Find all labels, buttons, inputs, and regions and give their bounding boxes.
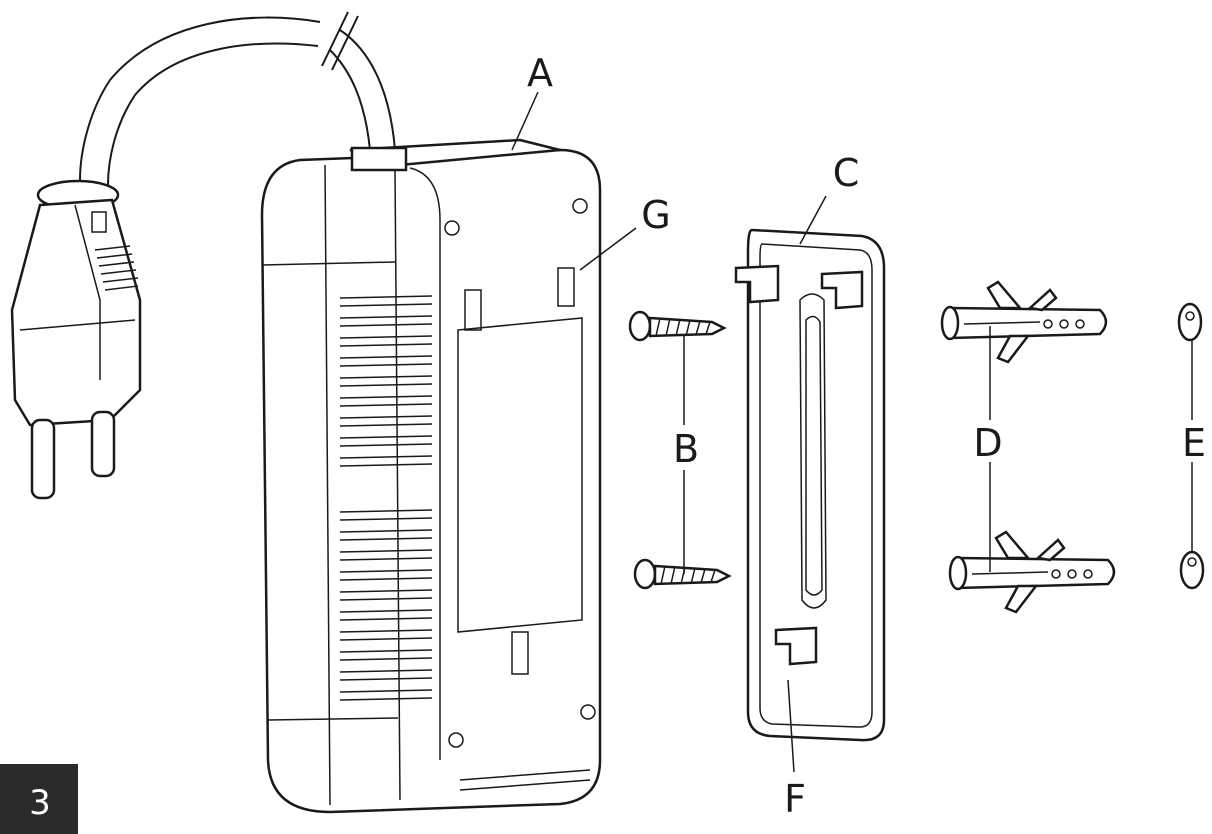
label-e: E [1182,421,1206,465]
label-g: G [641,193,670,237]
wall-plug-bottom [948,530,1116,614]
label-f: F [784,777,806,821]
leader-lines [511,91,1193,773]
label-b: B [673,427,699,471]
wall-plug-top [940,280,1108,364]
step-number: 3 [29,783,51,823]
step-badge: 3 [0,764,78,834]
adapter-unit [260,138,602,814]
label-a: A [527,51,553,95]
power-plug [10,11,396,500]
screw-bottom [633,558,732,590]
label-d: D [973,421,1002,465]
screw-cap-top [1177,302,1203,342]
label-c: C [833,151,860,195]
screw-cap-bottom [1179,550,1205,590]
vent-slots [339,295,591,791]
screw-top [628,310,727,342]
plug-grip-texture [91,211,139,291]
wall-bracket [734,228,886,742]
